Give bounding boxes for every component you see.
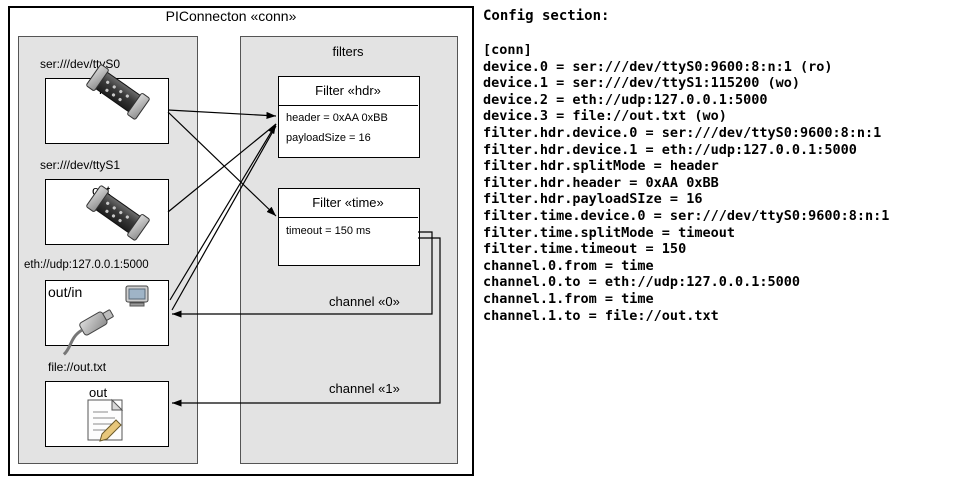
device-2-label: out/in (48, 284, 83, 300)
device-2-caption: eth://udp:127.0.0.1:5000 (24, 259, 149, 271)
channel-0-label: channel «0» (329, 294, 400, 309)
device-1-label: out (92, 183, 111, 198)
device-3-caption: file://out.txt (48, 360, 107, 374)
device-0-label: in (99, 82, 110, 97)
filter-time-line-0: timeout = 150 ms (286, 225, 371, 237)
filter-hdr-title: Filter «hdr» (315, 83, 381, 98)
piconnector-title: PIConnecton «conn» (165, 8, 297, 24)
device-3-label: out (89, 385, 108, 400)
device-1-caption: ser:///dev/ttyS1 (40, 158, 121, 172)
config-section-title: Config section: (483, 8, 610, 24)
channel-1-label: channel «1» (329, 381, 400, 396)
filters-panel-title: filters (332, 44, 364, 59)
filter-hdr-line-1: payloadSize = 16 (286, 132, 371, 144)
filter-hdr-separator (278, 105, 418, 106)
filter-hdr-line-0: header = 0xAA 0xBB (286, 112, 388, 124)
filter-time-title: Filter «time» (312, 195, 384, 210)
device-0-caption: ser:///dev/ttyS0 (40, 57, 121, 71)
filter-hdr-box (278, 76, 420, 158)
config-section-text: [conn] device.0 = ser:///dev/ttyS0:9600:… (483, 42, 890, 324)
filter-time-separator (278, 217, 418, 218)
